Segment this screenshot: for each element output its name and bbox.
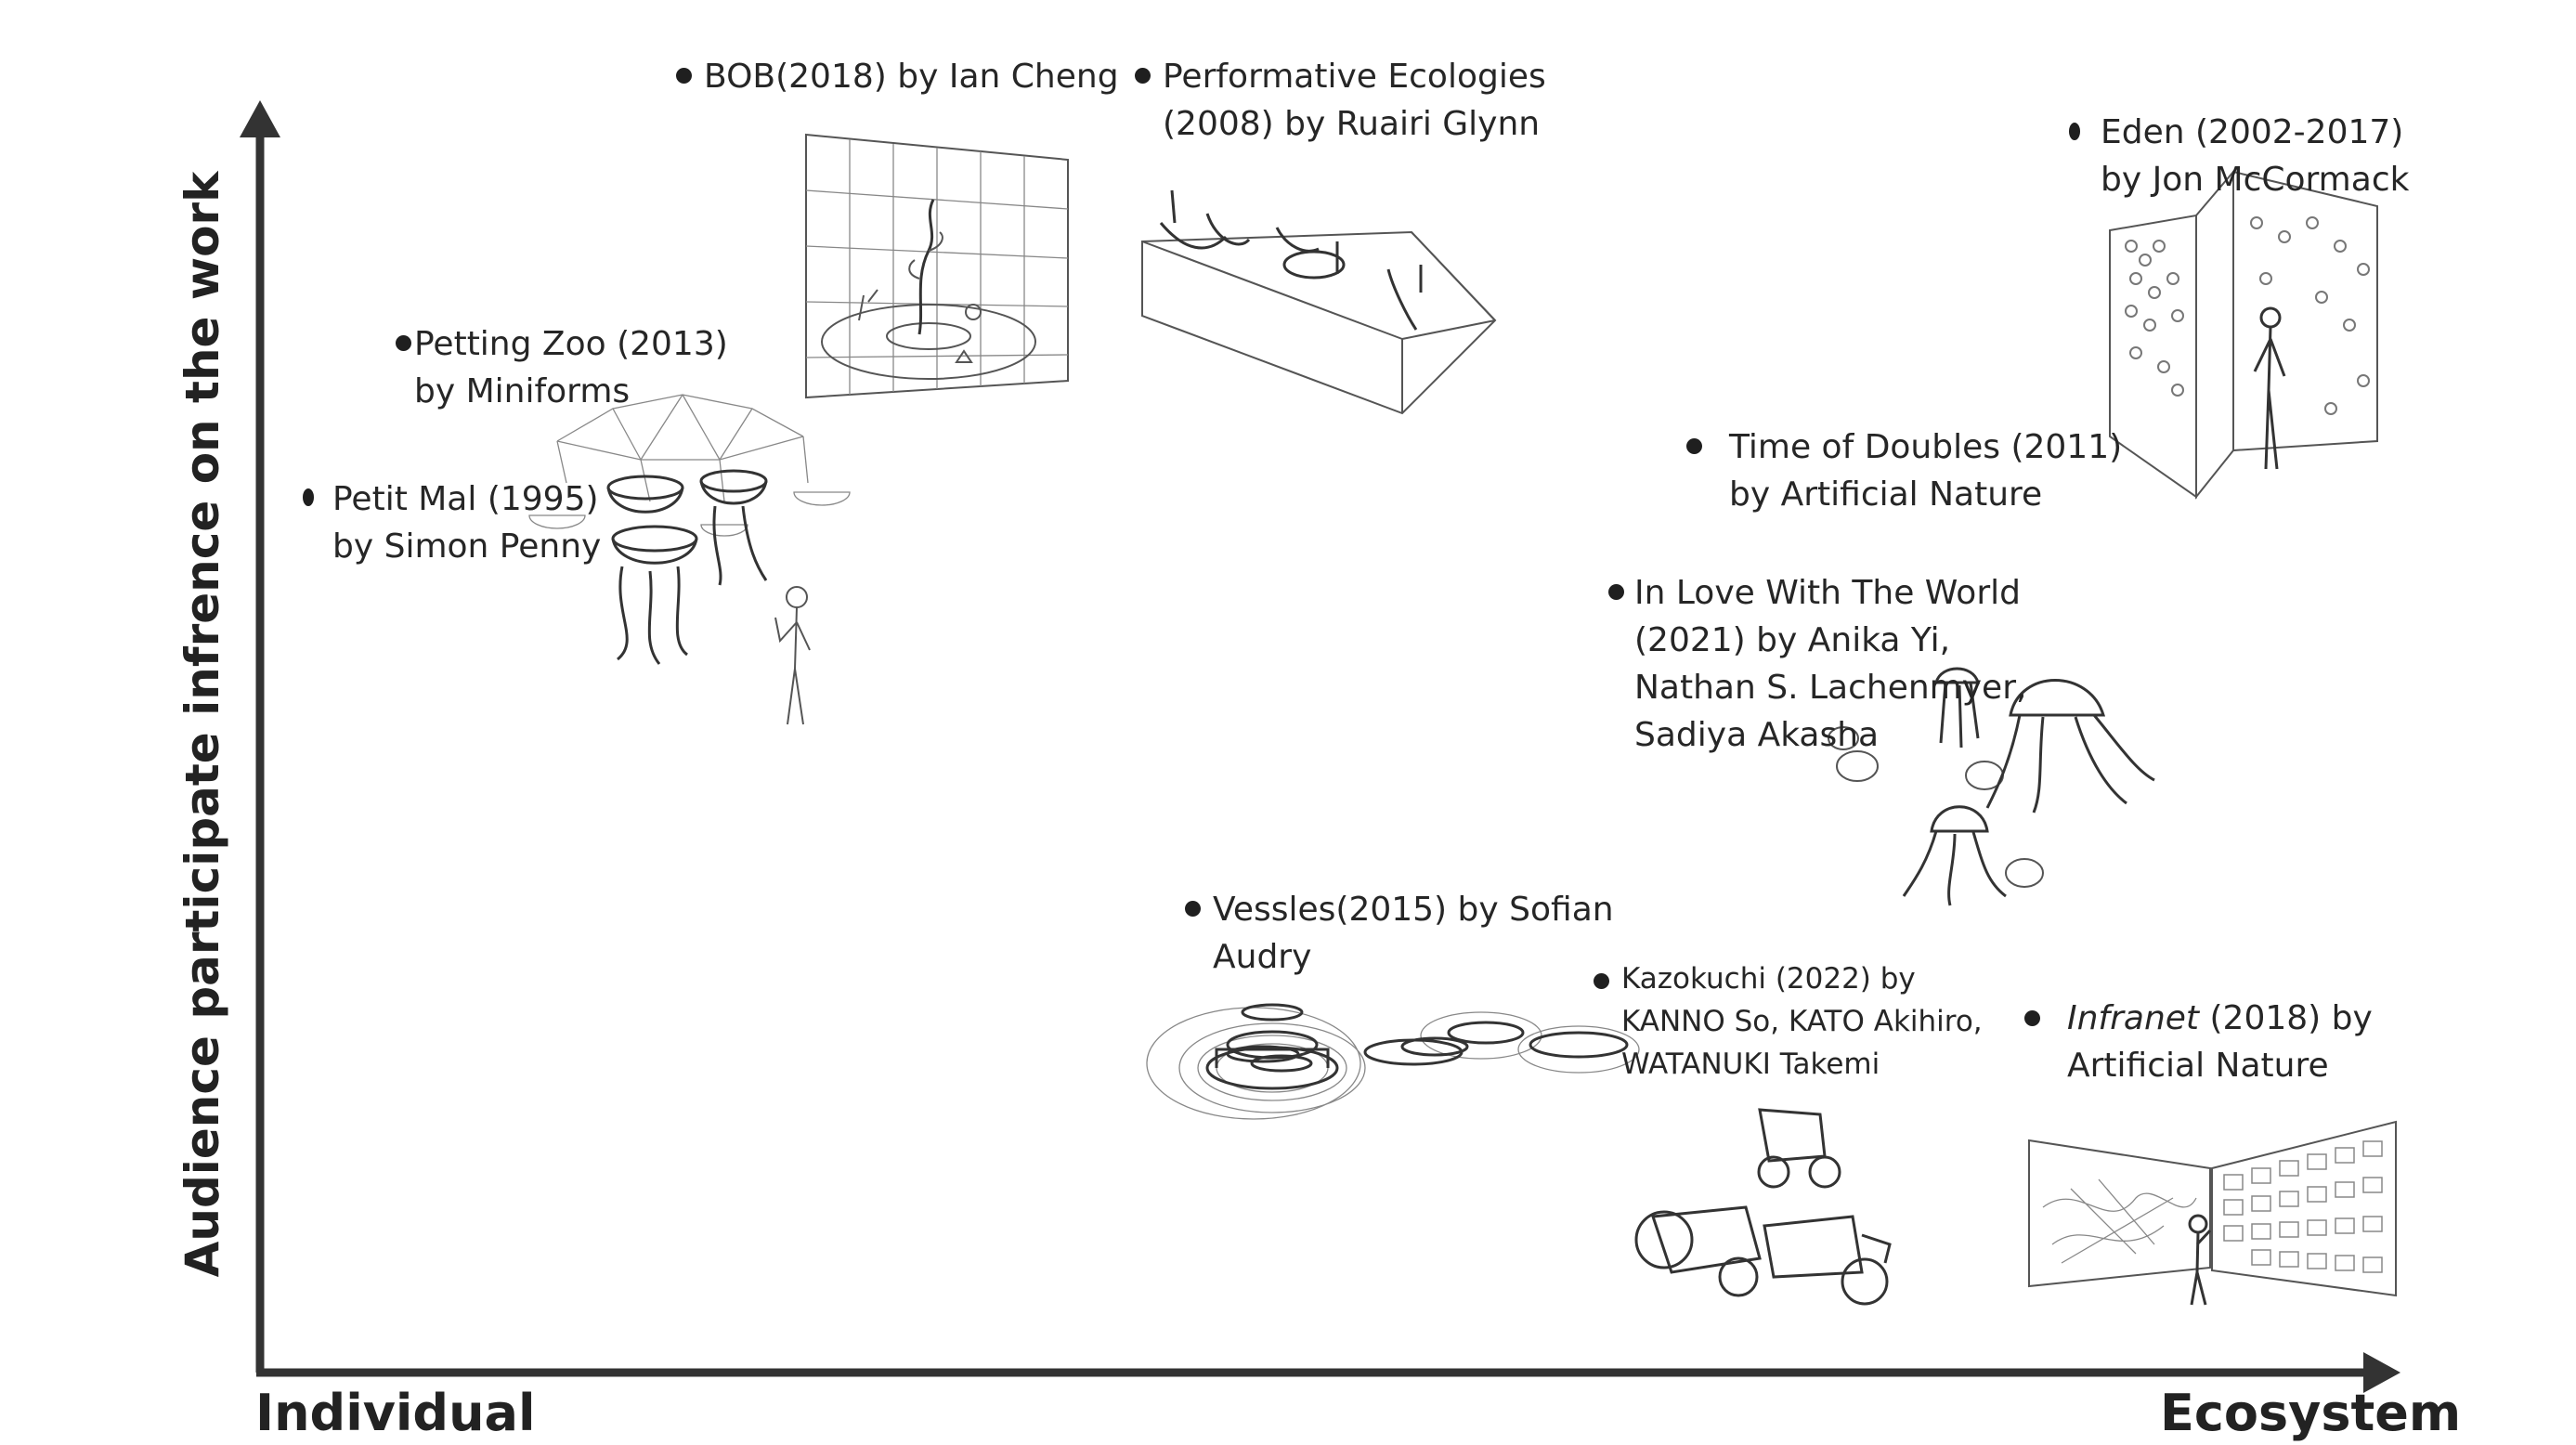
work-line: by Simon Penny: [332, 527, 602, 566]
infranet-sketch: [2028, 1120, 2397, 1306]
work-line: Petit Mal (1995): [332, 480, 599, 518]
work-title-italic: Infranet: [2067, 999, 2200, 1037]
work-line: Vessles(2015) by Sofian: [1213, 891, 1614, 929]
kazokuchi-sketch: [1634, 1108, 1892, 1306]
work-line: by Miniforms: [414, 372, 631, 410]
work-label-performative: Performative Ecologies (2008) by Ruairi …: [1163, 53, 1546, 148]
kazokuchi-bullet-icon: [1594, 973, 1609, 989]
vessles-sketch: [1146, 1003, 1640, 1120]
petit-bullet-icon: [303, 488, 314, 506]
work-title-line: Infranet (2018) by: [2067, 995, 2373, 1042]
work-line: KANNO So, KATO Akihiro,: [1621, 1005, 1983, 1038]
work-line: by Jon McCormack: [2101, 161, 2410, 199]
work-line: Kazokuchi (2022) by: [1621, 962, 1916, 996]
work-label-infranet: Infranet (2018) by Artificial Nature: [2067, 995, 2373, 1089]
work-line: Artificial Nature: [2067, 1047, 2329, 1085]
in-love-sketch: [1828, 667, 2155, 906]
work-label-kazokuchi: Kazokuchi (2022) by KANNO So, KATO Akihi…: [1621, 957, 1983, 1086]
doubles-bullet-icon: [1686, 438, 1702, 454]
work-label-doubles: Time of Doubles (2011) by Artificial Nat…: [1729, 423, 2122, 518]
performative-bullet-icon: [1135, 68, 1151, 84]
inlove-bullet-icon: [1608, 584, 1624, 600]
petting-bullet-icon: [396, 335, 411, 351]
work-line: In Love With The World: [1634, 574, 2021, 612]
x-axis-right-label: Ecosystem: [2160, 1384, 2462, 1442]
work-label-vessles: Vessles(2015) by Sofian Audry: [1213, 886, 1614, 981]
work-line: (2008) by Ruairi Glynn: [1163, 105, 1541, 143]
work-line: Audry: [1213, 938, 1312, 976]
axes: [240, 100, 2400, 1393]
bob-bullet-icon: [676, 68, 692, 84]
work-label-petting: Petting Zoo (2013) by Miniforms: [414, 320, 728, 415]
work-line: WATANUKI Takemi: [1621, 1048, 1880, 1081]
work-line: BOB(2018) by Ian Cheng: [704, 58, 1119, 96]
work-label-bob: BOB(2018) by Ian Cheng: [704, 53, 1119, 100]
x-axis-arrow-icon: [2363, 1352, 2400, 1393]
performative-sketch: [1141, 189, 1497, 415]
y-axis-arrow-icon: [240, 100, 280, 137]
work-line: (2021) by Anika Yi,: [1634, 621, 1951, 659]
bob-sketch: [805, 133, 1069, 399]
x-axis-left-label: Individual: [255, 1384, 536, 1442]
infranet-bullet-icon: [2024, 1010, 2040, 1026]
work-line: Sadiya Akasha: [1634, 716, 1880, 754]
work-line: Petting Zoo (2013): [414, 325, 728, 363]
eden-sketch: [2109, 169, 2378, 500]
vessles-bullet-icon: [1185, 901, 1201, 917]
work-title-rest: (2018) by: [2199, 999, 2373, 1037]
petting-zoo-sketch: [528, 394, 851, 725]
work-line: Eden (2002-2017): [2101, 113, 2404, 151]
y-axis-title: Audience participate infrence on the wor…: [176, 171, 229, 1278]
work-line: Performative Ecologies: [1163, 58, 1546, 96]
work-line: by Artificial Nature: [1729, 475, 2043, 514]
work-label-petit: Petit Mal (1995) by Simon Penny: [332, 475, 601, 570]
work-line: Nathan S. Lachenmyer,: [1634, 669, 2027, 707]
eden-bullet-icon: [2069, 123, 2080, 140]
work-label-eden: Eden (2002-2017) by Jon McCormack: [2101, 109, 2409, 203]
work-label-inlove: In Love With The World (2021) by Anika Y…: [1634, 569, 2026, 759]
work-line: Time of Doubles (2011): [1729, 428, 2123, 466]
